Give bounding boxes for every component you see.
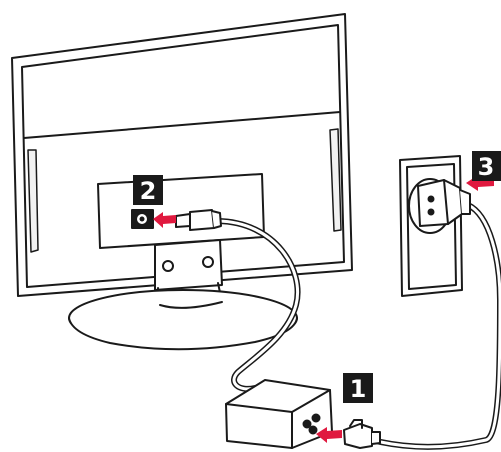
step-badge-3: 3 (472, 151, 501, 181)
step-badge-2: 2 (133, 175, 163, 205)
monitor-back (12, 14, 352, 349)
step-2-label: 2 (140, 177, 157, 205)
dc-in-port (132, 210, 153, 228)
stand-base (69, 290, 297, 349)
connector-panel (98, 174, 264, 248)
step-badge-1: 1 (343, 373, 373, 403)
step-3-label: 3 (478, 153, 495, 181)
step-1-label: 1 (350, 375, 367, 403)
adapter-plug (344, 420, 380, 448)
wall-plug (418, 180, 470, 226)
